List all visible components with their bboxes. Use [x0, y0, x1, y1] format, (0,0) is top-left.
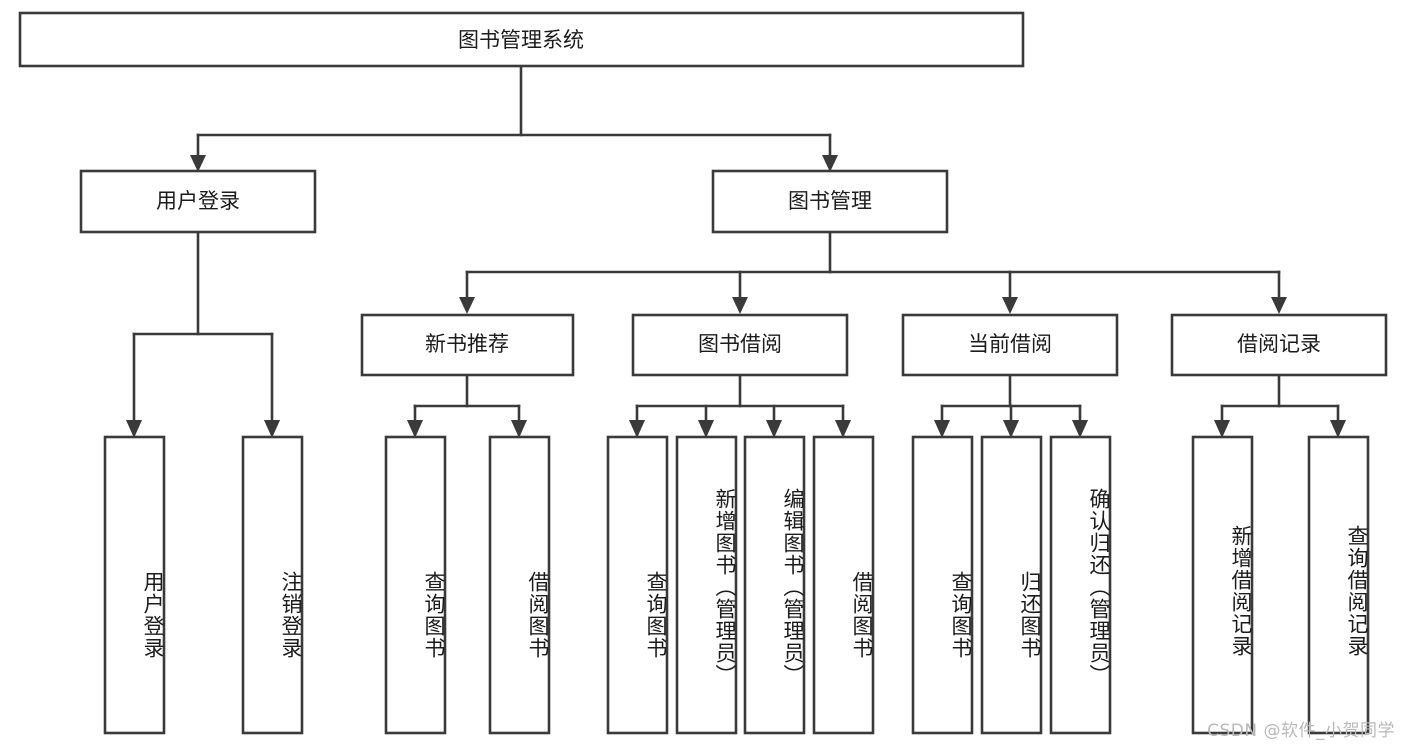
leaf-cb-confirm-box[interactable] — [1049, 435, 1112, 735]
leaf-rec-add-box[interactable] — [1191, 435, 1254, 735]
arrow-current-to-leaf1 — [934, 420, 950, 438]
node-user-login-box[interactable] — [79, 169, 317, 234]
leaf-logout-box[interactable] — [241, 435, 304, 735]
node-book-management-box[interactable] — [711, 169, 949, 234]
csdn-watermark: CSDN @软件_小贺同学 — [1207, 721, 1395, 741]
node-root[interactable]: 图书管理系统 — [18, 11, 1025, 68]
arrow-book-mgmt-to-current — [1002, 297, 1018, 314]
arrow-borrow-to-leaf1 — [629, 420, 645, 438]
node-new-book-recommend[interactable]: 新书推荐 — [360, 313, 575, 377]
node-user-login-label: 用户登录 — [156, 189, 240, 213]
arrow-root-to-user-login — [190, 155, 206, 172]
node-book-management[interactable]: 图书管理 — [711, 169, 949, 234]
node-book-borrow-label: 图书借阅 — [698, 332, 782, 356]
leaf-boxes — [103, 435, 1370, 735]
arrow-current-to-leaf2 — [1003, 420, 1019, 438]
connectors-new-book-to-leaves — [407, 373, 527, 438]
node-new-book-recommend-label: 新书推荐 — [425, 332, 509, 356]
node-root-label: 图书管理系统 — [458, 28, 584, 52]
arrow-current-to-leaf3 — [1072, 420, 1088, 438]
leaf-bb-borrow-box[interactable] — [812, 435, 875, 735]
connectors-borrow-to-leaves — [629, 373, 851, 438]
leaf-bb-query-box[interactable] — [606, 435, 669, 735]
node-current-borrow-box[interactable] — [901, 313, 1119, 377]
arrow-borrow-to-leaf3 — [766, 420, 782, 438]
leaf-cb-return-box[interactable] — [980, 435, 1043, 735]
leaf-rec-query-box[interactable] — [1307, 435, 1370, 735]
node-root-box[interactable] — [18, 11, 1025, 68]
arrow-record-to-leaf1 — [1214, 420, 1230, 438]
node-book-management-label: 图书管理 — [788, 189, 872, 213]
arrow-borrow-to-leaf4 — [835, 420, 851, 438]
connectors-record-to-leaves — [1214, 373, 1346, 438]
connectors-current-to-leaves — [934, 373, 1088, 438]
arrow-record-to-leaf2 — [1330, 420, 1346, 438]
arrow-new-book-to-leaf1 — [407, 420, 423, 438]
arrow-borrow-to-leaf2 — [698, 420, 714, 438]
node-borrow-record-box[interactable] — [1170, 313, 1388, 377]
connectors-user-login-to-leaves — [126, 230, 280, 438]
leaf-nb-query-box[interactable] — [384, 435, 447, 735]
node-borrow-record-label: 借阅记录 — [1237, 332, 1321, 356]
node-current-borrow-label: 当前借阅 — [968, 332, 1052, 356]
arrow-user-login-to-leaf1 — [126, 420, 142, 438]
arrow-book-mgmt-to-borrow — [732, 297, 748, 314]
node-book-borrow[interactable]: 图书借阅 — [631, 313, 849, 377]
leaf-bb-edit-box[interactable] — [743, 435, 806, 735]
leaf-user-login-box[interactable] — [103, 435, 166, 735]
leaf-cb-query-box[interactable] — [911, 435, 974, 735]
arrow-root-to-book-mgmt — [822, 155, 838, 172]
connectors-root-to-level1 — [190, 64, 838, 172]
arrow-new-book-to-leaf2 — [511, 420, 527, 438]
node-book-borrow-box[interactable] — [631, 313, 849, 377]
arrow-book-mgmt-to-record — [1271, 297, 1287, 314]
node-user-login[interactable]: 用户登录 — [79, 169, 317, 234]
connectors-book-mgmt-to-level2 — [459, 230, 1287, 314]
arrow-book-mgmt-to-new-book — [459, 297, 475, 314]
node-borrow-record[interactable]: 借阅记录 — [1170, 313, 1388, 377]
node-current-borrow[interactable]: 当前借阅 — [901, 313, 1119, 377]
leaf-nb-borrow-box[interactable] — [488, 435, 551, 735]
leaf-bb-add-box[interactable] — [675, 435, 738, 735]
node-new-book-recommend-box[interactable] — [360, 313, 575, 377]
arrow-user-login-to-leaf2 — [264, 420, 280, 438]
